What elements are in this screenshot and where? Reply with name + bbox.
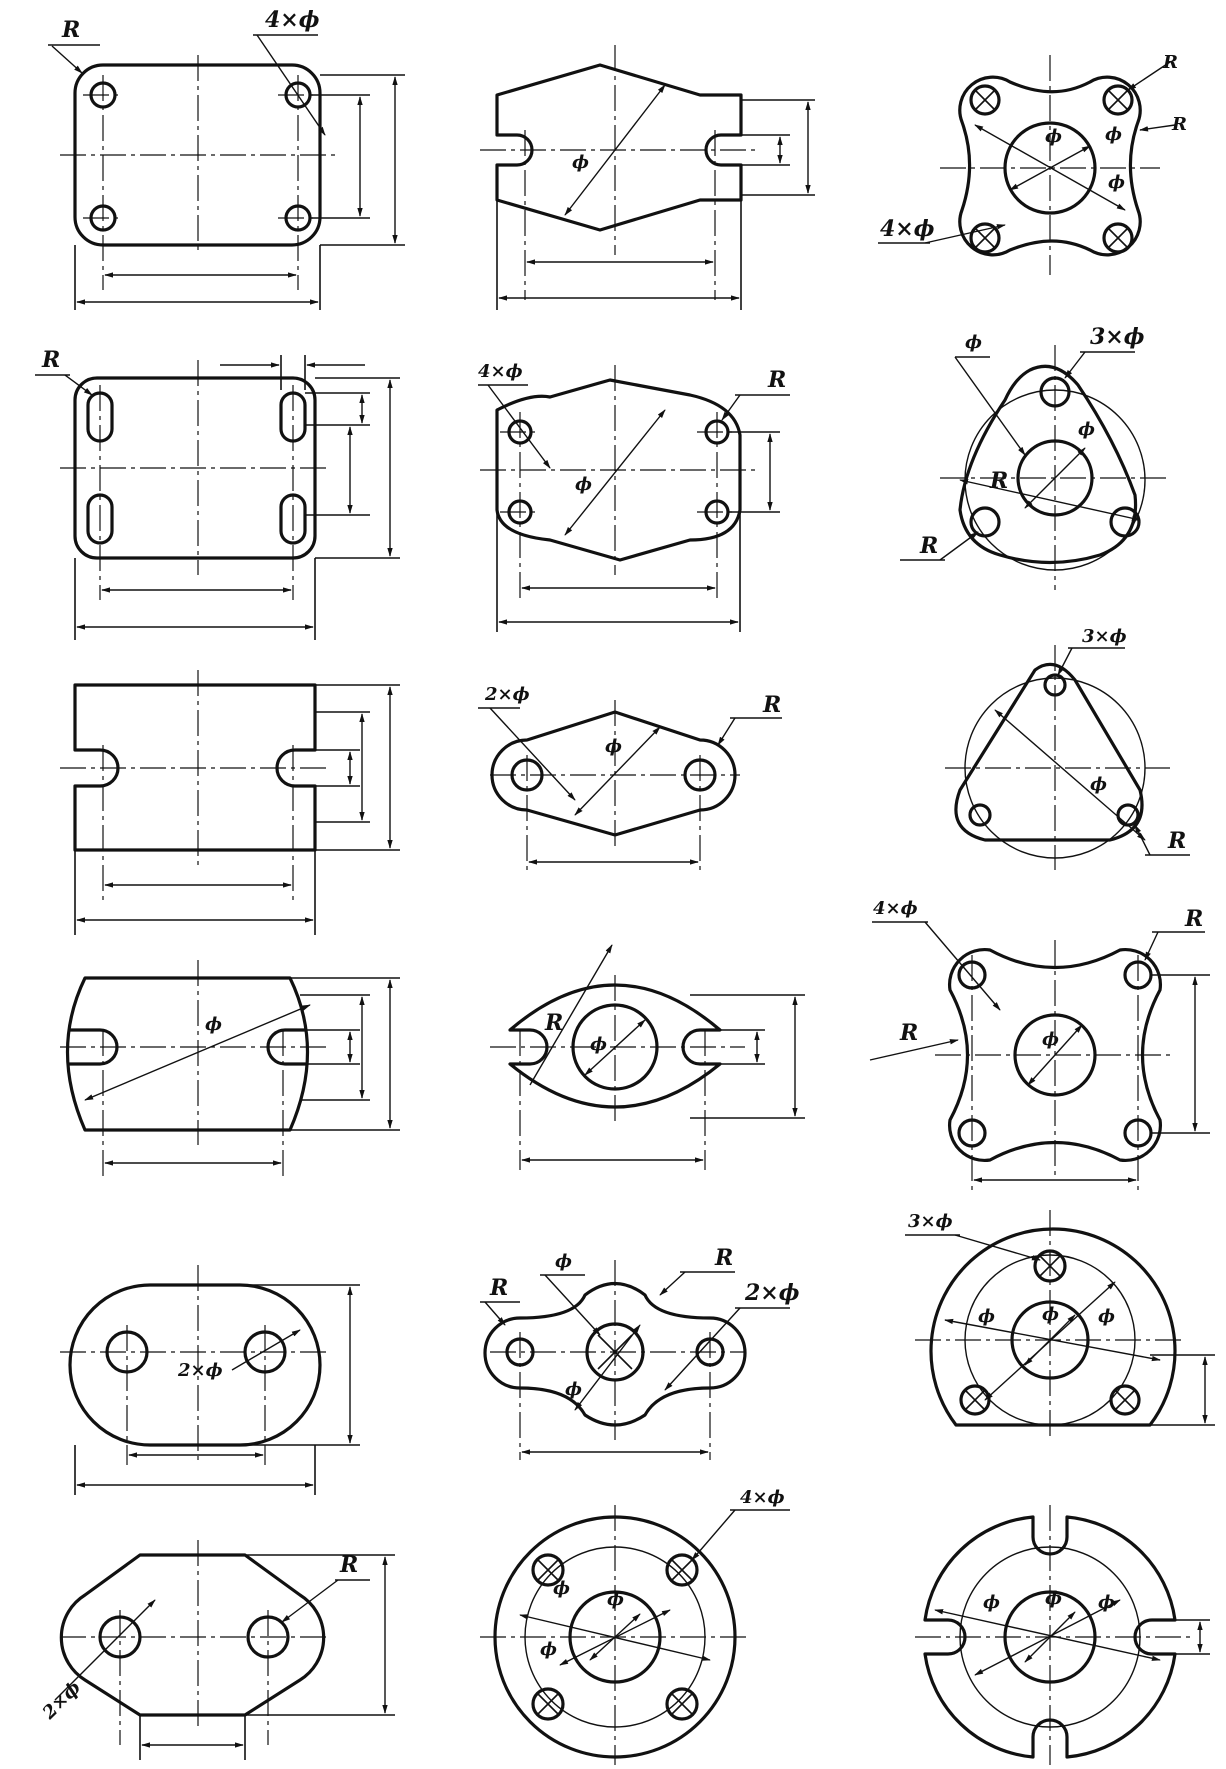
figure-r4c2: R ϕ (490, 944, 805, 1170)
label: ϕ (540, 1639, 557, 1660)
figure-r1c1: R 4×ϕ (48, 7, 405, 310)
label: R (714, 1245, 733, 1271)
label: R (489, 1275, 508, 1301)
label: R (1167, 828, 1186, 854)
label: R (1184, 906, 1203, 932)
label: 2×ϕ (38, 1677, 85, 1724)
label: 4×ϕ (478, 361, 523, 382)
label: R (339, 1552, 358, 1578)
label: ϕ (1090, 774, 1107, 795)
figure-r5c1: 2×ϕ (60, 1265, 360, 1495)
label: ϕ (607, 1589, 624, 1610)
label: 4×ϕ (265, 7, 320, 33)
label: ϕ (1098, 1306, 1115, 1327)
label: ϕ (572, 152, 589, 173)
figure-r6c3: ϕ ϕ ϕ (915, 1505, 1210, 1765)
figure-r2c2: 4×ϕ R ϕ (478, 361, 790, 632)
label: 2×ϕ (744, 1280, 800, 1306)
label: R (1162, 52, 1178, 73)
label: ϕ (965, 332, 982, 353)
label: 4×ϕ (740, 1487, 785, 1508)
label: ϕ (605, 736, 622, 757)
label: ϕ (1078, 419, 1095, 440)
label: R (61, 17, 80, 43)
label: R (544, 1010, 563, 1036)
figure-r3c3: 3×ϕ ϕ R (945, 626, 1190, 870)
label: ϕ (1042, 1029, 1059, 1050)
label: ϕ (553, 1578, 570, 1599)
label: 2×ϕ (177, 1360, 223, 1381)
figure-r5c3: 3×ϕ ϕ ϕ ϕ (905, 1210, 1215, 1440)
label: 2×ϕ (484, 684, 530, 705)
label: R (767, 367, 786, 393)
label: ϕ (590, 1034, 607, 1055)
label: R (762, 692, 781, 718)
figure-r2c3: ϕ 3×ϕ ϕ R R (900, 324, 1170, 590)
figure-r3c1 (60, 670, 400, 935)
label: ϕ (1105, 124, 1122, 145)
figure-r4c1: ϕ (60, 960, 400, 1180)
figure-r3c2: 2×ϕ R ϕ (478, 684, 782, 870)
label: R (989, 468, 1008, 494)
figure-r6c2: 4×ϕ ϕ ϕ ϕ (480, 1487, 790, 1765)
label: ϕ (575, 474, 592, 495)
label: ϕ (1045, 126, 1062, 147)
figure-r4c3: 4×ϕ R R ϕ (869, 898, 1210, 1190)
label: ϕ (1045, 1588, 1062, 1609)
label: ϕ (983, 1592, 1000, 1613)
figure-r2c1: R (35, 347, 400, 640)
label: ϕ (555, 1251, 572, 1272)
label: R (1171, 114, 1187, 135)
label: R (41, 347, 60, 373)
label: ϕ (1098, 1592, 1115, 1613)
label: 3×ϕ (908, 1211, 953, 1232)
label: 3×ϕ (1090, 324, 1145, 350)
label: ϕ (1108, 172, 1125, 193)
label: 3×ϕ (1082, 626, 1127, 647)
label: ϕ (565, 1379, 582, 1400)
label: ϕ (978, 1306, 995, 1327)
figure-r6c1: R 2×ϕ (38, 1540, 395, 1760)
figure-r1c2: ϕ (480, 45, 815, 310)
label: 4×ϕ (873, 898, 918, 919)
label: ϕ (1042, 1304, 1059, 1325)
label: R (919, 533, 938, 559)
figure-r5c2: ϕ R R 2×ϕ ϕ (480, 1245, 800, 1460)
label: ϕ (205, 1014, 222, 1035)
figure-r1c3: R R ϕ ϕ ϕ 4×ϕ (878, 52, 1187, 275)
label: R (899, 1020, 918, 1046)
label: 4×ϕ (880, 216, 935, 242)
